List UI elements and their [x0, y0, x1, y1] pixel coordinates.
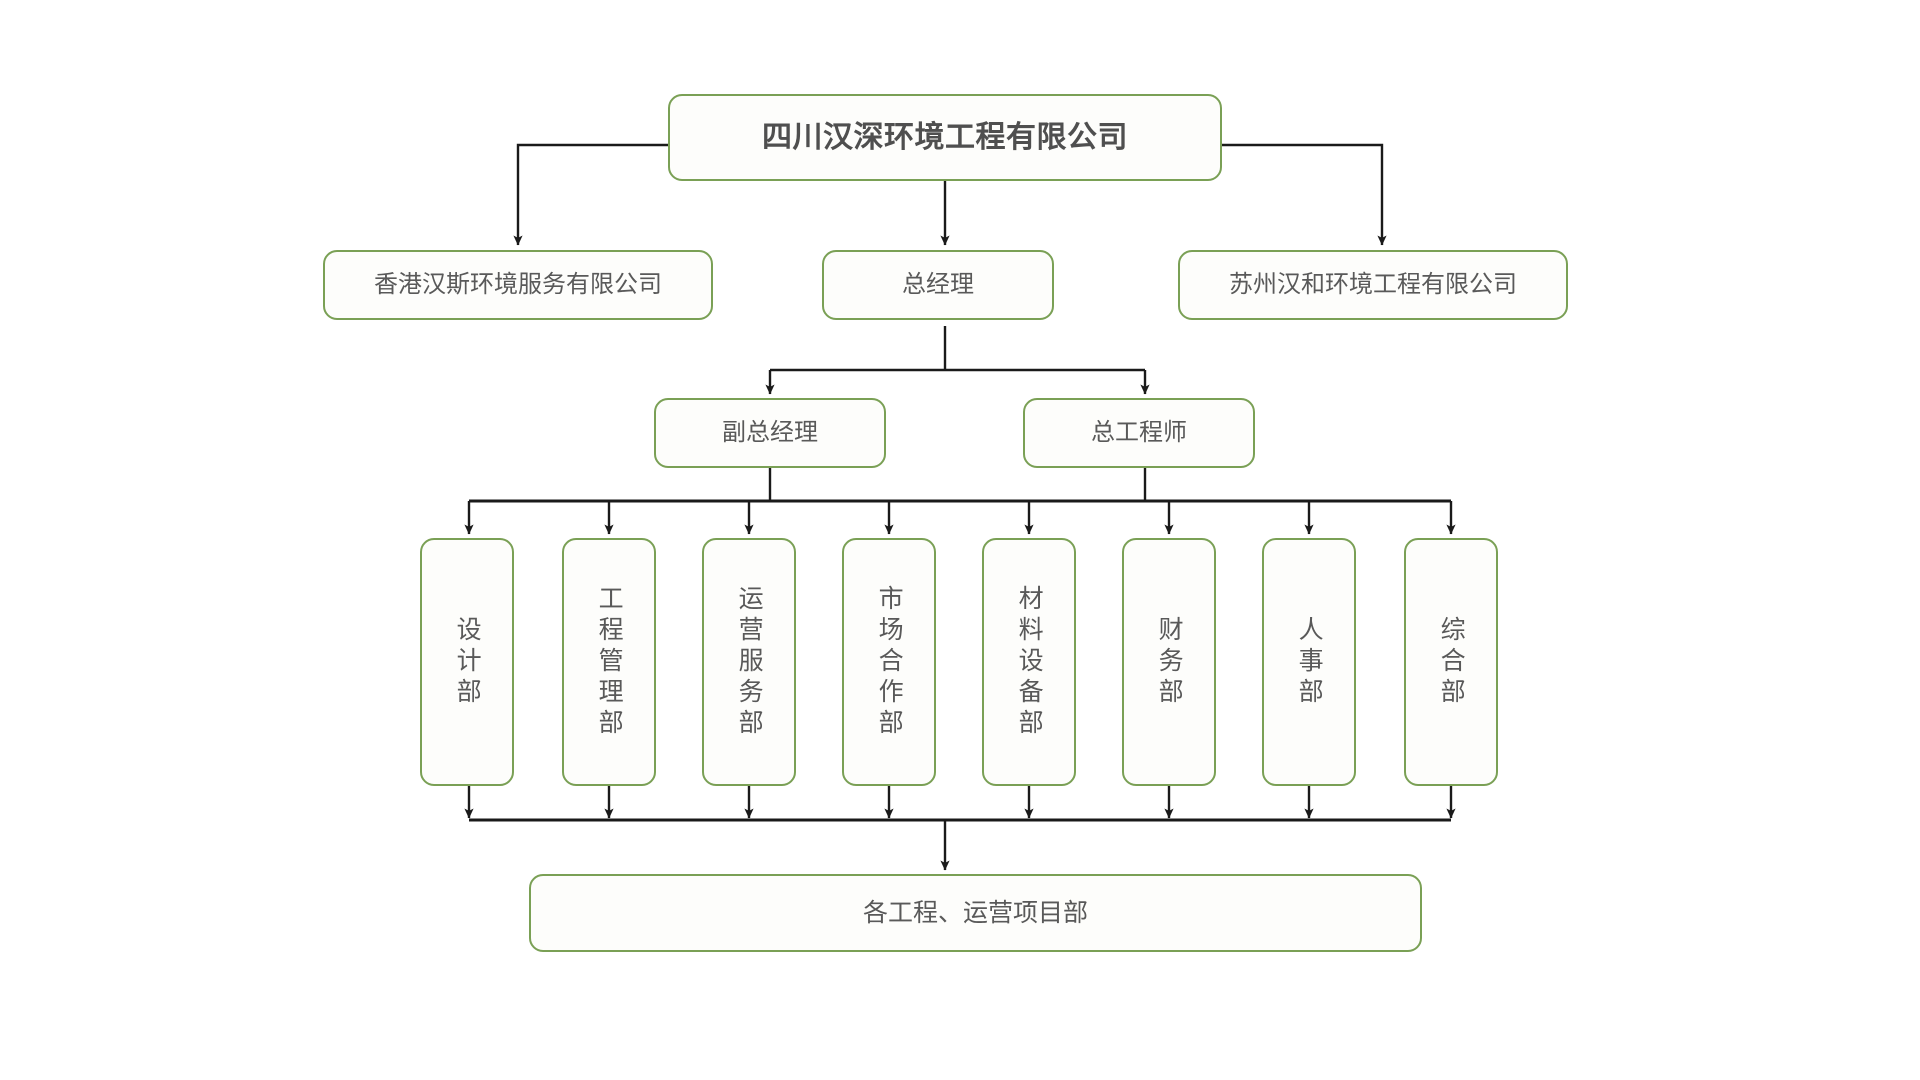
- node-department-operation-service[interactable]: 运营服务部: [702, 538, 796, 786]
- node-department-finance[interactable]: 财务部: [1122, 538, 1216, 786]
- node-department-design[interactable]: 设计部: [420, 538, 514, 786]
- node-department-material-equipment[interactable]: 材料设备部: [982, 538, 1076, 786]
- node-subsidiary-suzhou[interactable]: 苏州汉和环境工程有限公司: [1178, 250, 1568, 320]
- node-chief-engineer[interactable]: 总工程师: [1023, 398, 1255, 468]
- node-department-human-resources[interactable]: 人事部: [1262, 538, 1356, 786]
- node-general-manager[interactable]: 总经理: [822, 250, 1054, 320]
- node-department-general-affairs[interactable]: 综合部: [1404, 538, 1498, 786]
- node-company-root[interactable]: 四川汉深环境工程有限公司: [668, 94, 1222, 181]
- node-deputy-general-manager[interactable]: 副总经理: [654, 398, 886, 468]
- node-subsidiary-hongkong[interactable]: 香港汉斯环境服务有限公司: [323, 250, 713, 320]
- node-project-departments[interactable]: 各工程、运营项目部: [529, 874, 1422, 952]
- node-department-engineering-management[interactable]: 工程管理部: [562, 538, 656, 786]
- connector-root-to-sz: [1222, 143, 1387, 246]
- node-department-market-cooperation[interactable]: 市场合作部: [842, 538, 936, 786]
- connector-root-to-hk: [513, 143, 668, 246]
